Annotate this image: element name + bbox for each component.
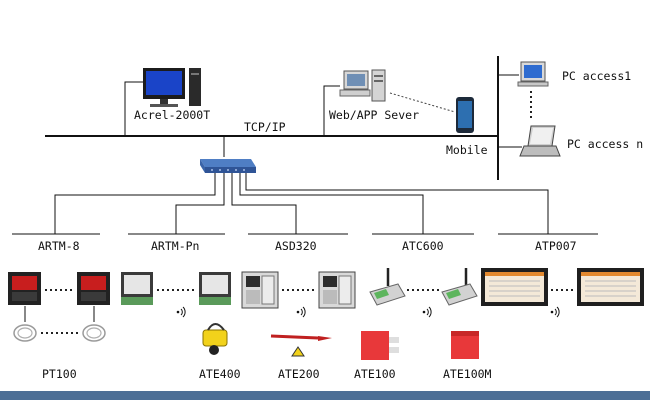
- pc-access1-icon: [517, 61, 549, 87]
- atp007-hmi-panel-icon: [481, 268, 548, 306]
- artmpn-meter-icon: [199, 272, 231, 305]
- server-label: Web/APP Sever: [329, 108, 419, 122]
- ate100m-label: ATE100M: [443, 367, 492, 381]
- wireless-signal-icon: [422, 306, 432, 318]
- pt100-label: PT100: [42, 367, 77, 381]
- atc600-wireless-module-icon: [441, 268, 478, 306]
- server-link: [323, 85, 340, 136]
- atc600-wireless-module-icon: [369, 268, 406, 306]
- mobile-label: Mobile: [446, 143, 488, 157]
- artmpn-downlink: [175, 173, 225, 234]
- server-icon: [339, 69, 386, 102]
- artm8-meter-icon: [8, 272, 41, 305]
- network-switch-icon: [200, 159, 256, 173]
- artm8-downlink: [54, 173, 216, 234]
- atp007-downlink: [245, 173, 549, 234]
- asd320-downlink: [231, 173, 297, 234]
- acrel-link: [124, 81, 143, 136]
- ate200-sensor-icon: [270, 334, 332, 357]
- server-mobile-link: [389, 92, 456, 113]
- ate200-label: ATE200: [278, 367, 320, 381]
- wireless-signal-icon: [550, 306, 560, 318]
- atc600-downlink: [239, 173, 424, 234]
- mobile-phone-icon: [456, 97, 474, 133]
- artmpn-meter-icon: [121, 272, 153, 305]
- acrel-label: Acrel-2000T: [134, 108, 210, 122]
- wireless-signal-icon: [176, 306, 186, 318]
- ate400-sensor-icon: [202, 323, 228, 355]
- pc-access-n-label: PC access n: [567, 137, 643, 151]
- acrel-workstation-icon: [143, 68, 201, 107]
- asd320-label: ASD320: [275, 239, 317, 253]
- atc600-label: ATC600: [402, 239, 444, 253]
- pt100-probe-icon: [13, 306, 37, 342]
- tcpip-label: TCP/IP: [244, 120, 286, 134]
- asd320-controller-icon: [241, 271, 279, 309]
- pt100-probe-icon: [82, 306, 106, 342]
- artmpn-label: ARTM-Pn: [151, 239, 199, 253]
- artm8-label: ARTM-8: [38, 239, 80, 253]
- artm8-meter-icon: [77, 272, 110, 305]
- footer-band: [0, 391, 650, 400]
- wireless-signal-icon: [296, 306, 306, 318]
- ate100-label: ATE100: [354, 367, 396, 381]
- ate100m-sensor-icon: [451, 331, 479, 359]
- pc-access1-label: PC access1: [562, 69, 631, 83]
- ate100-sensor-icon: [361, 331, 399, 360]
- ate400-label: ATE400: [199, 367, 241, 381]
- atp007-hmi-panel-icon: [577, 268, 644, 306]
- asd320-controller-icon: [318, 271, 356, 309]
- pc-access-n-laptop-icon: [519, 125, 561, 157]
- atp007-label: ATP007: [535, 239, 577, 253]
